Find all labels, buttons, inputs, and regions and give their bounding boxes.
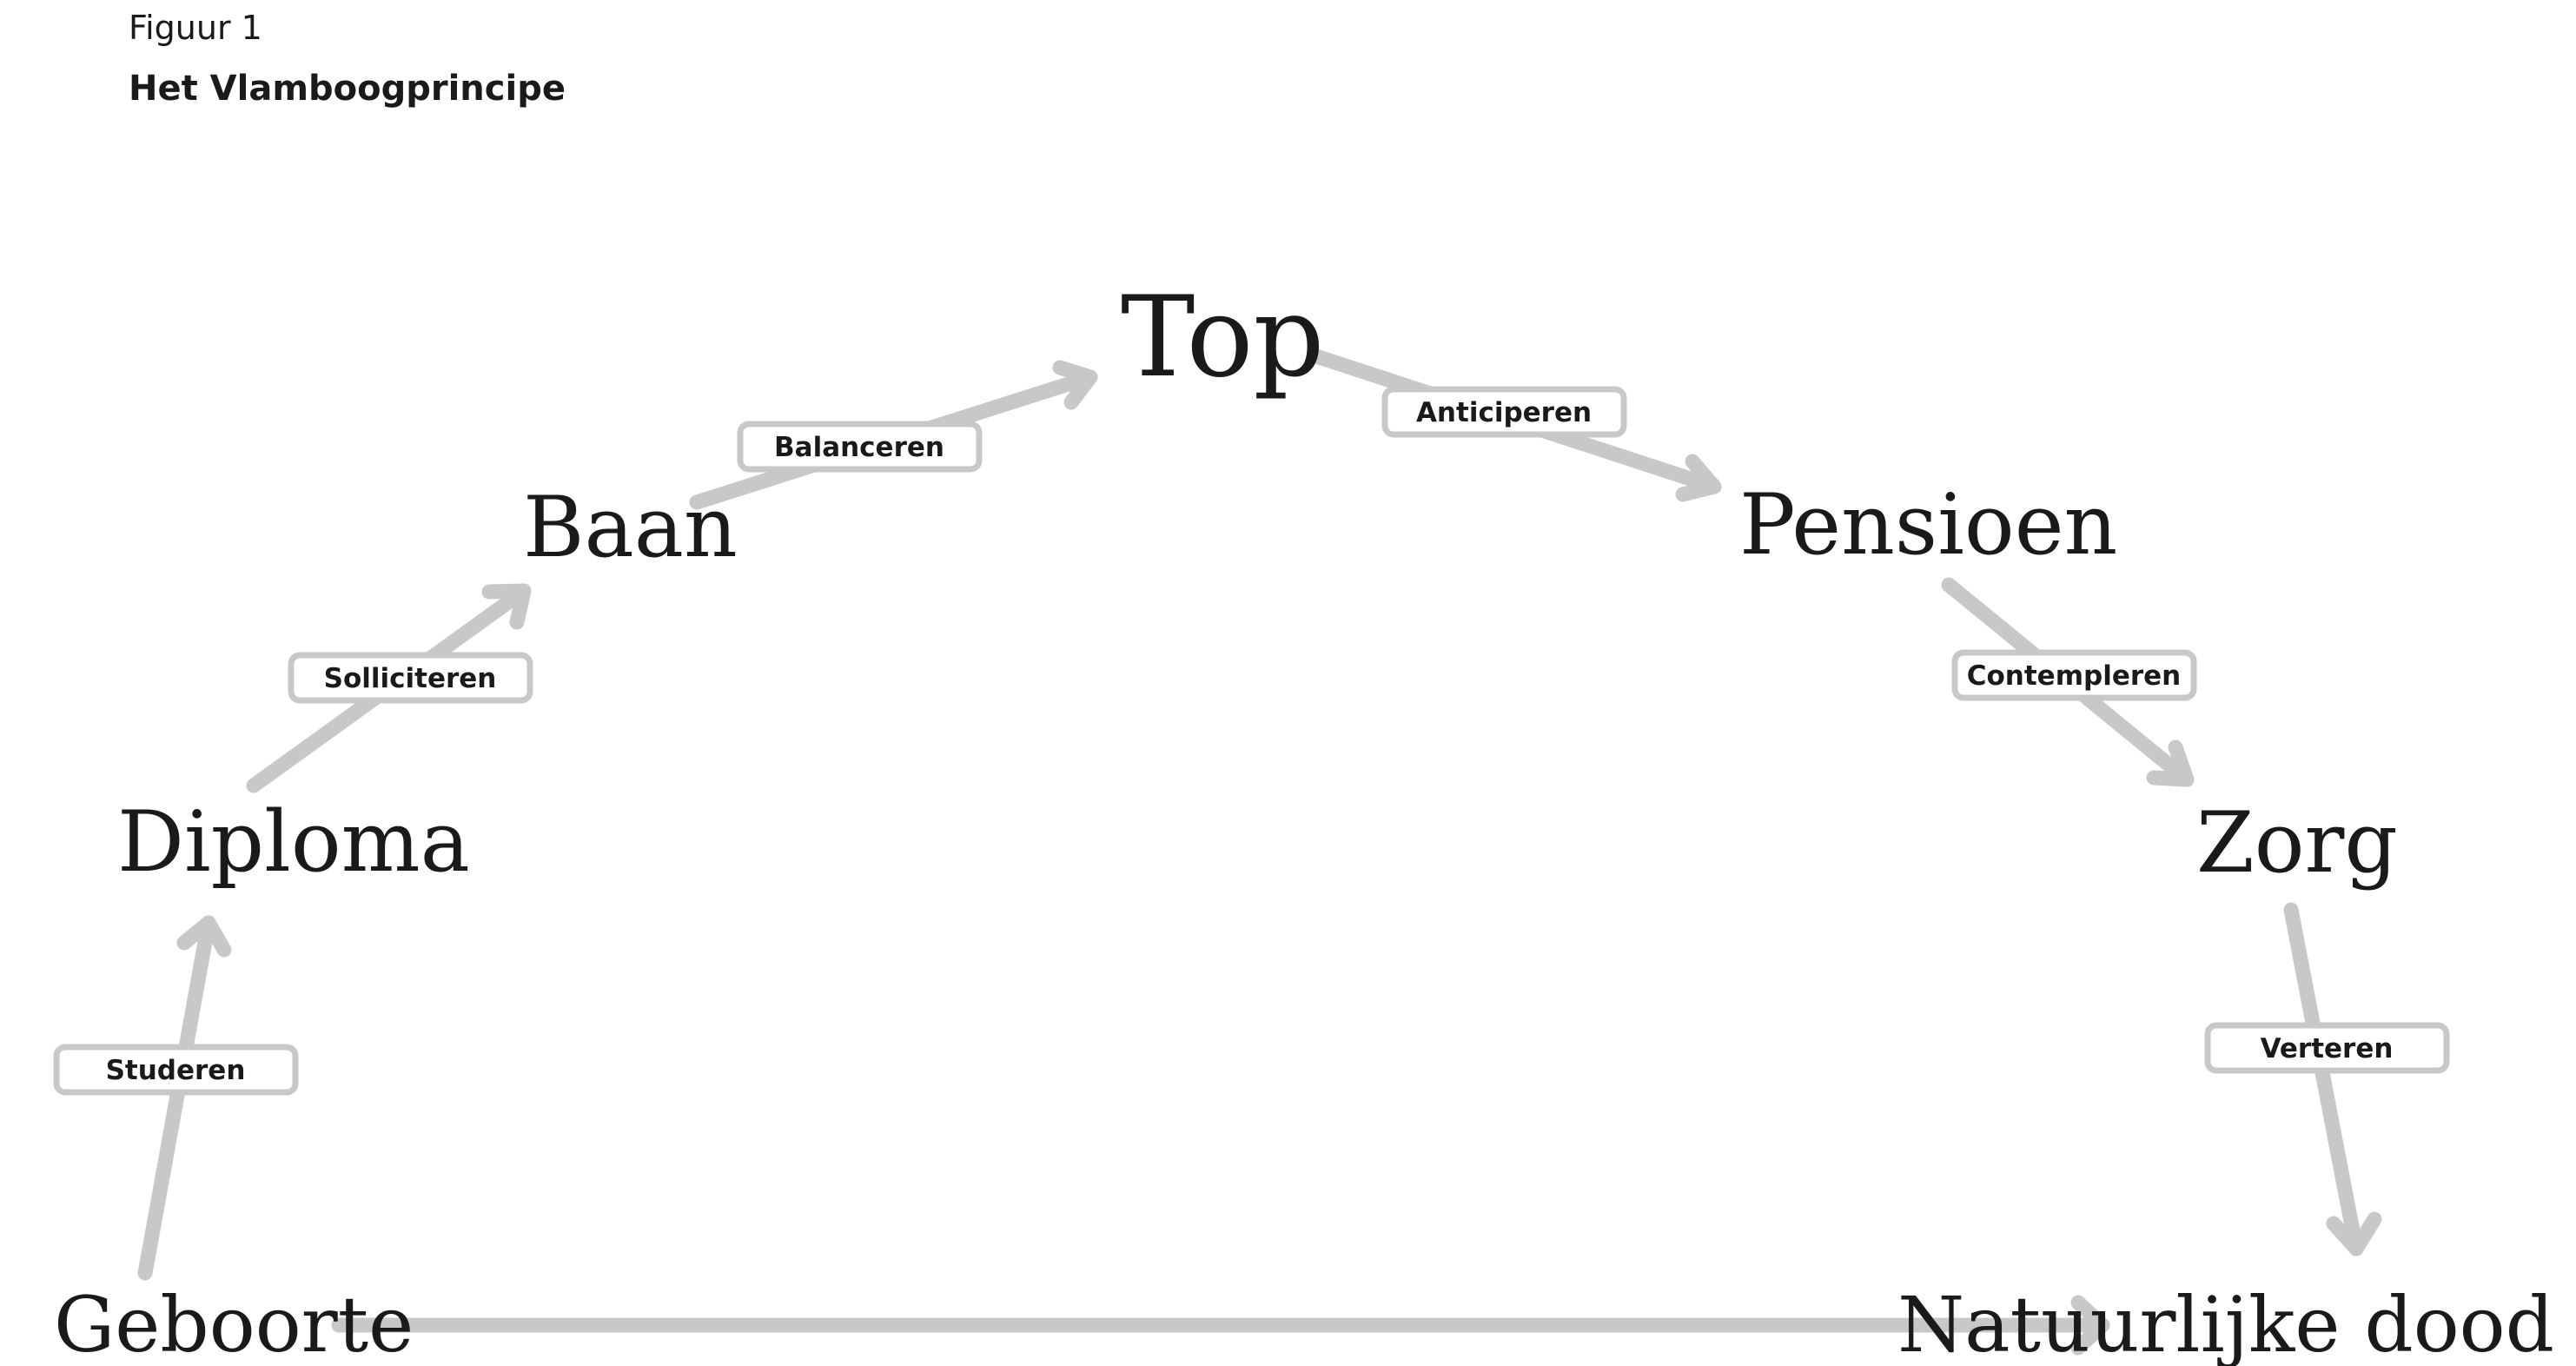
step-label-verteren: Verteren — [2261, 1033, 2394, 1064]
step-box-contempleren: Contempleren — [1951, 649, 2197, 701]
step-box-studeren: Studeren — [53, 1044, 299, 1096]
step-label-anticiperen: Anticiperen — [1416, 397, 1592, 428]
step-label-balanceren: Balanceren — [774, 432, 944, 463]
stage-label-diploma: Diploma — [117, 793, 470, 891]
step-box-anticiperen: Anticiperen — [1381, 386, 1627, 438]
stage-label-pensioen: Pensioen — [1739, 476, 2117, 574]
stage-label-zorg: Zorg — [2196, 794, 2398, 892]
stage-labels: Geboorte Diploma Baan Top Pensioen Zorg … — [54, 273, 2554, 1366]
step-labels: Studeren Solliciteren Balanceren Anticip… — [53, 386, 2450, 1096]
step-box-solliciteren: Solliciteren — [288, 652, 533, 704]
arrow-zorg-dood — [2283, 902, 2382, 1257]
step-label-contempleren: Contempleren — [1967, 660, 2182, 692]
stage-label-geboorte: Geboorte — [54, 1280, 414, 1366]
stage-label-natuurlijke-dood: Natuurlijke dood — [1897, 1280, 2554, 1366]
figure-label: Figuur 1 — [129, 9, 262, 47]
step-box-verteren: Verteren — [2204, 1022, 2450, 1074]
step-box-balanceren: Balanceren — [737, 421, 983, 473]
arrow-geboorte-dood — [331, 1295, 2110, 1356]
arrow-geboorte-diploma — [137, 915, 232, 1281]
figure-title: Het Vlamboogprincipe — [129, 69, 566, 109]
stage-label-baan: Baan — [523, 479, 738, 576]
stage-label-top: Top — [1121, 273, 1324, 402]
step-label-solliciteren: Solliciteren — [324, 663, 497, 694]
step-label-studeren: Studeren — [106, 1055, 246, 1086]
